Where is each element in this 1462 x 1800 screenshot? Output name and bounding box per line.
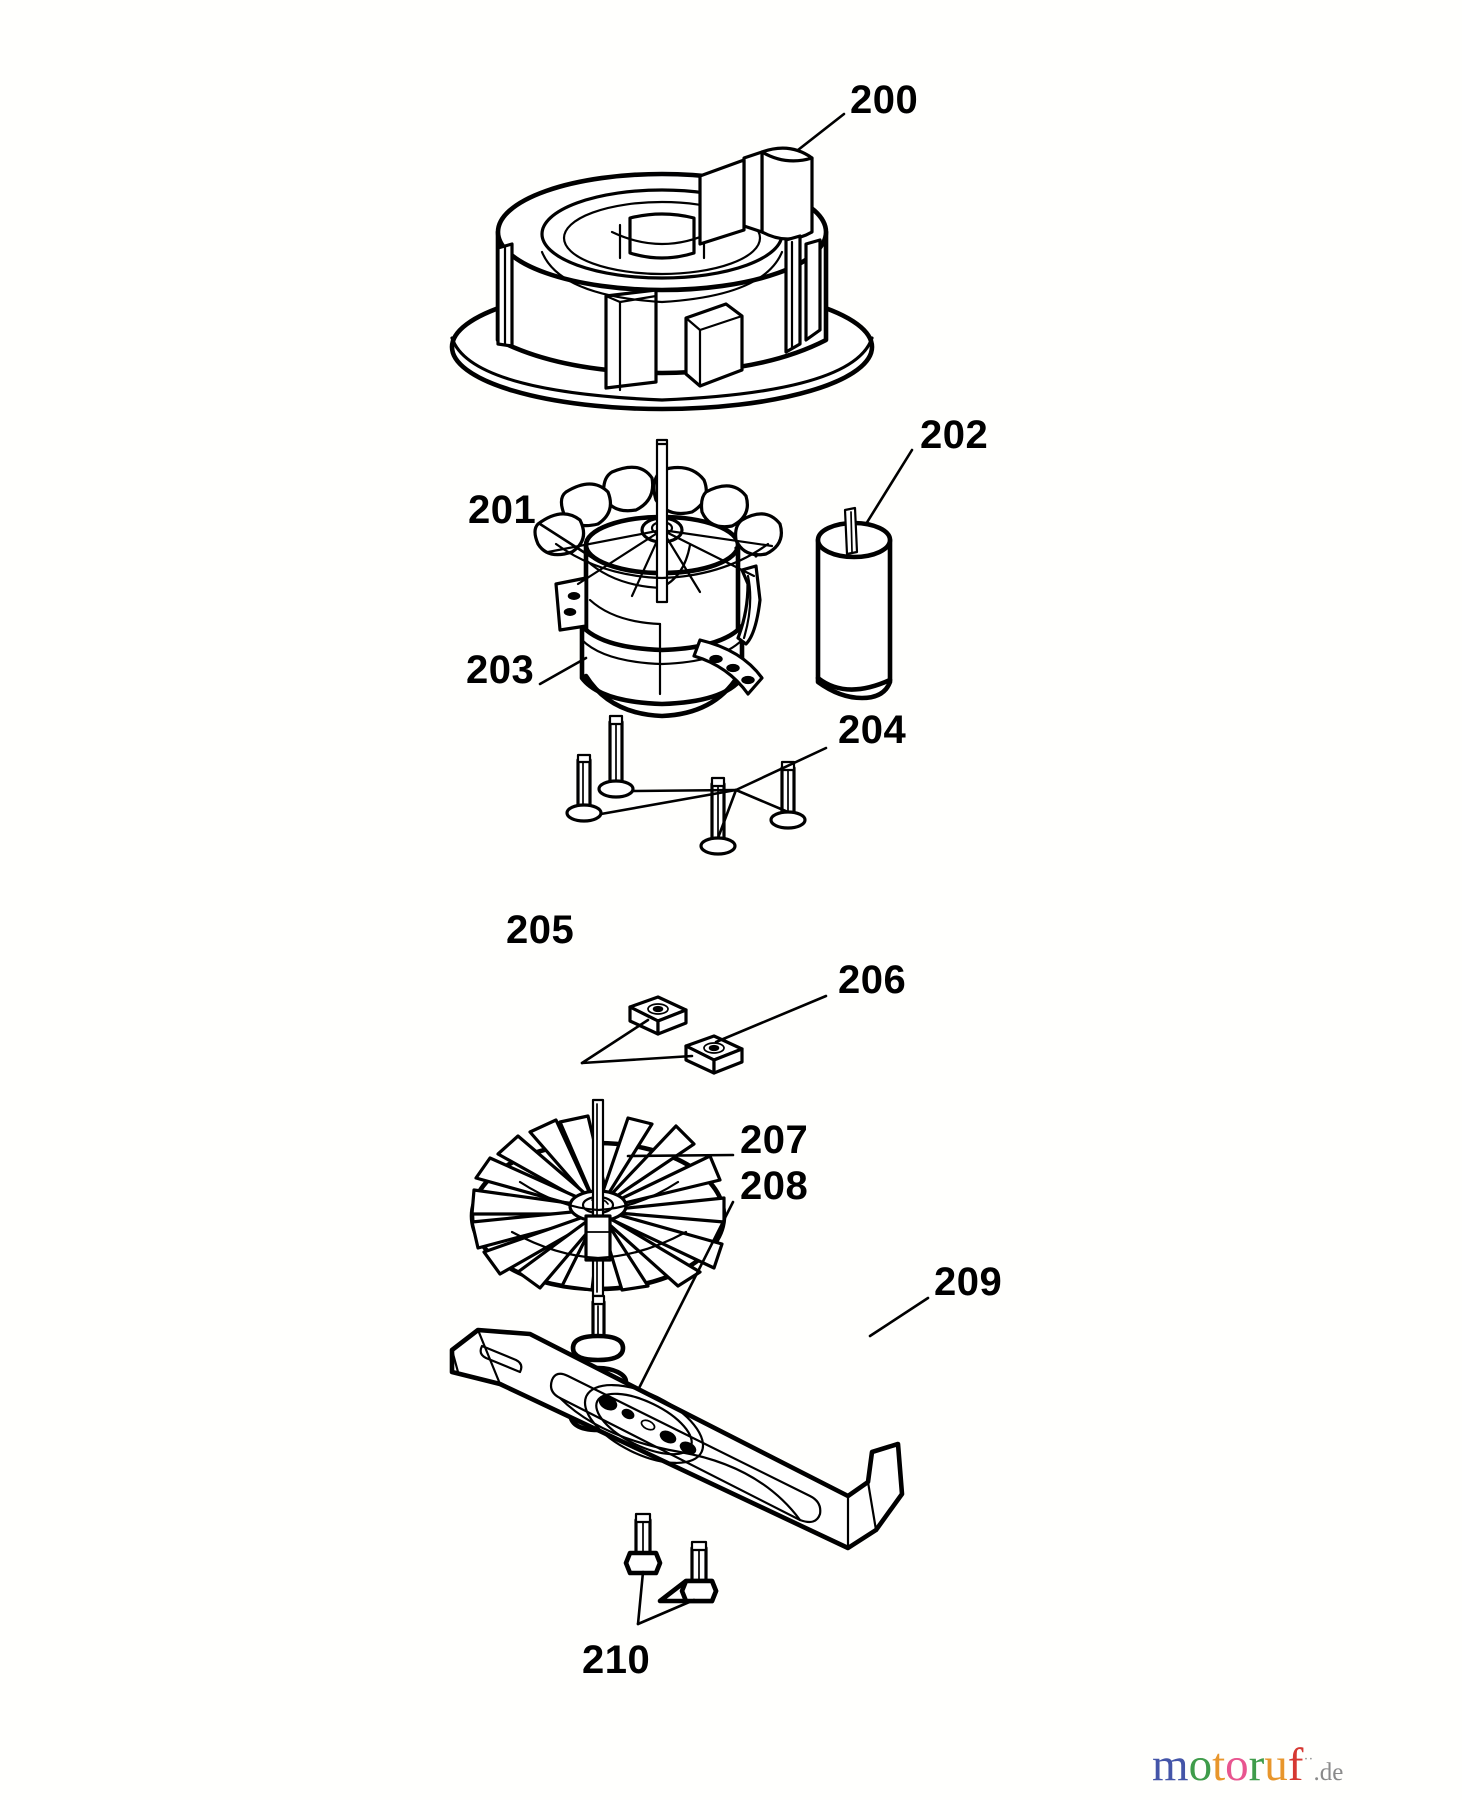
callout-label-201: 201 [468,488,537,532]
part-205-square-nuts [580,995,744,1075]
square-nut [628,995,688,1036]
logo-letter-o2: o [1225,1739,1249,1791]
callout-label-207: 207 [740,1118,809,1162]
part-202-capacitor [815,506,893,701]
logo-letter-r: r [1248,1739,1265,1791]
callout-label-205: 205 [506,908,575,952]
logo-letter-u: u [1264,1739,1288,1791]
logo-letter-t: t [1212,1739,1226,1791]
part-209-cutting-blade [449,1296,930,1551]
callout-label-209: 209 [934,1260,1003,1304]
part-210-blade-bolts [623,1512,719,1626]
bolt [597,714,635,799]
part-207-fan-screw [570,1153,735,1363]
motoruf-logo: motoruf··.de [1152,1742,1343,1789]
logo-suffix: .de [1313,1759,1344,1786]
bolt [769,760,807,830]
part-201-electric-motor [533,438,783,719]
logo-dots: ·· [1303,1751,1314,1768]
logo-letter-o1: o [1188,1739,1213,1791]
bolt [623,1512,663,1576]
leader-201 [538,522,598,562]
leader-202 [864,448,914,526]
callout-label-203: 203 [466,648,535,692]
part-204-mounting-bolts [565,714,828,856]
bolt [657,1540,719,1604]
leader-200 [796,112,846,152]
callout-label-208: 208 [740,1164,809,1208]
callout-label-206: 206 [838,958,907,1002]
callout-label-200: 200 [850,78,919,122]
callout-label-202: 202 [920,413,989,457]
bolt [565,753,603,823]
part-206-fan-impeller [469,994,828,1298]
callout-leader-lines [538,112,914,686]
logo-letter-m: m [1152,1739,1189,1791]
callout-label-210: 210 [582,1638,651,1682]
square-nut [684,1034,744,1075]
leader-203 [538,656,588,686]
callout-label-204: 204 [838,708,907,752]
part-200-motor-housing [449,146,875,412]
logo-letter-f: f [1287,1739,1304,1791]
